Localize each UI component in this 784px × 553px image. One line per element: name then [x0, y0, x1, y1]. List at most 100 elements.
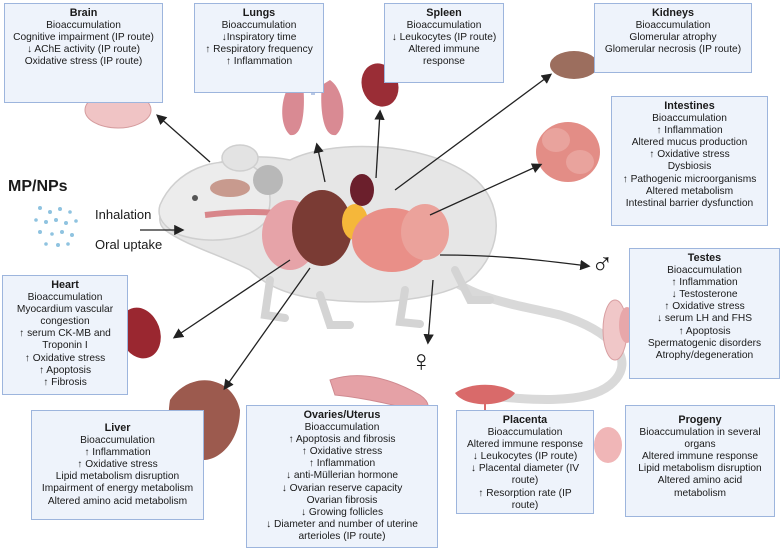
internal-organs [204, 165, 449, 272]
ovaries-uterus-box: Ovaries/Uterus Bioaccumulation ↑ Apoptos… [246, 405, 438, 548]
progeny-line: metabolism [673, 487, 727, 499]
liver-line: ↑ Inflammation [84, 447, 151, 459]
kidneys-box: Kidneys Bioaccumulation Glomerular atrop… [594, 3, 752, 73]
spleen-line: response [423, 56, 465, 68]
lungs-title: Lungs [242, 7, 276, 19]
placenta-line: Altered immune response [466, 439, 584, 451]
brain-line: ↓ AChE activity (IP route) [26, 44, 141, 56]
ovaries-uterus-line: ↓ anti-Müllerian hormone [285, 470, 399, 482]
lungs-line: ↓Inspiratory time [221, 32, 297, 44]
heart-line: ↑ Fibrosis [43, 376, 87, 388]
placenta-line: ↓ Placental diameter (IV [470, 463, 580, 475]
lungs-line: Bioaccumulation [221, 20, 297, 32]
testes-line: Spermatogenic disorders [647, 337, 762, 349]
progeny-illustration [594, 427, 622, 463]
intestines-line: Intestinal barrier dysfunction [625, 197, 754, 209]
ovaries-uterus-line: ↓ Diameter and number of uterine [266, 518, 418, 530]
brain-line: Oxidative stress (IP route) [24, 56, 143, 68]
liver-line: Impairment of energy metabolism [41, 483, 194, 495]
placenta-line: Bioaccumulation [487, 427, 563, 439]
particles-illustration [34, 206, 78, 247]
liver-box: Liver Bioaccumulation ↑ Inflammation ↑ O… [31, 410, 204, 520]
connector-arrows [140, 73, 591, 391]
intestines-line: Altered metabolism [645, 185, 734, 197]
ovaries-uterus-line: Bioaccumulation [304, 422, 380, 434]
intestines-title: Intestines [664, 100, 715, 112]
testes-line: Atrophy/degeneration [655, 349, 754, 361]
ovaries-uterus-line: Ovarian fibrosis [306, 494, 378, 506]
intestines-line: ↑ Inflammation [656, 125, 723, 137]
progeny-line: Bioaccumulation in several [639, 427, 761, 439]
intestines-line: Altered mucus production [631, 137, 748, 149]
spleen-title: Spleen [426, 7, 462, 19]
testes-line: ↑ Oxidative stress [664, 301, 745, 313]
ovaries-uterus-line: ↑ Apoptosis and fibrosis [288, 434, 396, 446]
ovaries-uterus-line: arterioles (IP route) [298, 530, 386, 542]
exposure-title: MP/NPs [8, 178, 68, 195]
heart-line: Troponin I [42, 340, 88, 352]
kidneys-line: Glomerular atrophy [629, 32, 717, 44]
placenta-line: ↑ Resorption rate (IP [478, 487, 572, 499]
heart-line: ↑ Apoptosis [38, 364, 92, 376]
testes-title: Testes [687, 252, 722, 264]
intestines-line: Dysbiosis [667, 161, 712, 173]
liver-line: ↑ Oxidative stress [77, 459, 158, 471]
intestines-line: ↑ Pathogenic microorganisms [622, 173, 757, 185]
brain-line: Bioaccumulation [46, 20, 121, 32]
ovaries-uterus-line: ↑ Oxidative stress [301, 446, 383, 458]
heart-line: congestion [40, 316, 90, 328]
liver-line: Bioaccumulation [80, 435, 155, 447]
heart-line: Bioaccumulation [27, 292, 103, 304]
progeny-title: Progeny [678, 414, 722, 426]
progeny-line: organs [684, 439, 716, 451]
testes-line: ↓ serum LH and FHS [656, 313, 753, 325]
heart-title: Heart [51, 279, 79, 291]
kidney-illustration [550, 51, 598, 79]
spleen-line: ↓ Leukocytes (IP route) [391, 32, 497, 44]
female-symbol: ♀ [410, 345, 433, 378]
intestines-illustration [536, 122, 600, 182]
placenta-title: Placenta [502, 414, 548, 426]
route-inhalation: Inhalation [95, 207, 152, 222]
kidneys-line: Glomerular necrosis (IP route) [604, 44, 742, 56]
lungs-box: Lungs Bioaccumulation ↓Inspiratory time … [194, 3, 324, 93]
testes-line: Bioaccumulation [667, 265, 742, 277]
liver-title: Liver [104, 422, 131, 434]
spleen-line: Altered immune [408, 44, 480, 56]
kidneys-title: Kidneys [651, 7, 694, 19]
spleen-line: Bioaccumulation [406, 20, 482, 32]
kidneys-line: Bioaccumulation [635, 20, 711, 32]
placenta-line: ↓ Leukocytes (IP route) [472, 451, 578, 463]
testes-box: Testes Bioaccumulation ↑ Inflammation ↓ … [629, 248, 780, 379]
testes-line: ↓ Testosterone [671, 289, 738, 301]
placenta-line: route) [511, 475, 539, 487]
testes-line: ↑ Inflammation [671, 277, 738, 289]
ovaries-uterus-line: ↑ Inflammation [308, 458, 376, 470]
brain-box: Brain Bioaccumulation Cognitive impairme… [4, 3, 163, 103]
placenta-box: Placenta Bioaccumulation Altered immune … [456, 410, 594, 514]
heart-box: Heart Bioaccumulation Myocardium vascula… [2, 275, 128, 395]
male-symbol: ♂ [591, 248, 614, 281]
progeny-line: Lipid metabolism disruption [638, 463, 762, 475]
ovaries-uterus-title: Ovaries/Uterus [303, 409, 381, 421]
testes-line: ↑ Apoptosis [678, 325, 731, 337]
intestines-line: Bioaccumulation [652, 113, 727, 125]
intestines-box: Intestines Bioaccumulation ↑ Inflammatio… [611, 96, 768, 226]
brain-line: Cognitive impairment (IP route) [13, 32, 154, 44]
liver-line: Lipid metabolism disruption [55, 471, 180, 483]
ovaries-uterus-line: ↓ Ovarian reserve capacity [281, 482, 403, 494]
ovaries-uterus-line: ↓ Growing follicles [300, 506, 384, 518]
placenta-line: route) [511, 499, 539, 511]
heart-line: Myocardium vascular [16, 304, 114, 316]
lungs-line: ↑ Respiratory frequency [205, 44, 313, 56]
spleen-box: Spleen Bioaccumulation ↓ Leukocytes (IP … [384, 3, 504, 83]
route-oral-uptake: Oral uptake [95, 237, 163, 252]
brain-title: Brain [69, 7, 98, 19]
intestines-line: ↑ Oxidative stress [649, 149, 730, 161]
heart-line: ↑ Oxidative stress [24, 352, 106, 364]
progeny-line: Altered amino acid [657, 475, 743, 487]
heart-illustration [119, 307, 161, 359]
heart-line: ↑ serum CK-MB and [19, 328, 111, 340]
progeny-box: Progeny Bioaccumulation in several organ… [625, 405, 775, 517]
